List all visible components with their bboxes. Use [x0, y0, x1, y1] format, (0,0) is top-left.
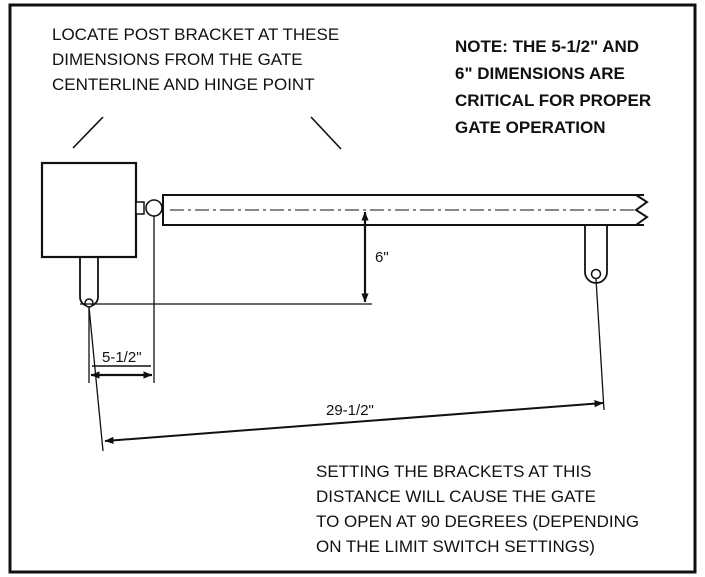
diagonal-extension-right: [595, 278, 605, 411]
dimension-arrow-diagonal: [104, 400, 604, 444]
dimension-label-5-1-2: 5-1/2": [102, 349, 142, 366]
bottom-label-line: ON THE LIMIT SWITCH SETTINGS): [316, 537, 595, 556]
note-line: 6" DIMENSIONS ARE: [455, 64, 625, 83]
dimension-label-6: 6": [375, 249, 389, 266]
gate-post: [40, 161, 138, 259]
dimension-label-29-1-2: 29-1/2": [326, 402, 374, 419]
leader-line-right: [310, 116, 342, 150]
bottom-label-line: TO OPEN AT 90 DEGREES (DEPENDING: [316, 512, 639, 531]
bottom-label-line: DISTANCE WILL CAUSE THE GATE: [316, 487, 596, 506]
hinge-pin: [145, 199, 163, 217]
diagonal-extension-left: [88, 306, 104, 452]
hinge-plate: [135, 201, 145, 215]
gate-bracket-pivot: [590, 268, 602, 280]
top-label-line: CENTERLINE AND HINGE POINT: [52, 75, 315, 94]
diagram-border: [8, 3, 697, 574]
post-bracket-pivot: [84, 298, 94, 308]
bottom-label: SETTING THE BRACKETS AT THIS DISTANCE WI…: [316, 462, 644, 556]
top-label-line: LOCATE POST BRACKET AT THESE: [52, 25, 339, 44]
critical-note: NOTE: THE 5-1/2" AND 6" DIMENSIONS ARE C…: [455, 37, 656, 137]
note-line: GATE OPERATION: [455, 118, 606, 137]
top-label-line: DIMENSIONS FROM THE GATE: [52, 50, 303, 69]
gate-beam: [162, 194, 649, 226]
note-line: NOTE: THE 5-1/2" AND: [455, 37, 639, 56]
note-line: CRITICAL FOR PROPER: [455, 91, 651, 110]
top-label: LOCATE POST BRACKET AT THESE DIMENSIONS …: [52, 25, 344, 94]
bottom-label-line: SETTING THE BRACKETS AT THIS: [316, 462, 592, 481]
leader-line-left: [72, 116, 104, 149]
